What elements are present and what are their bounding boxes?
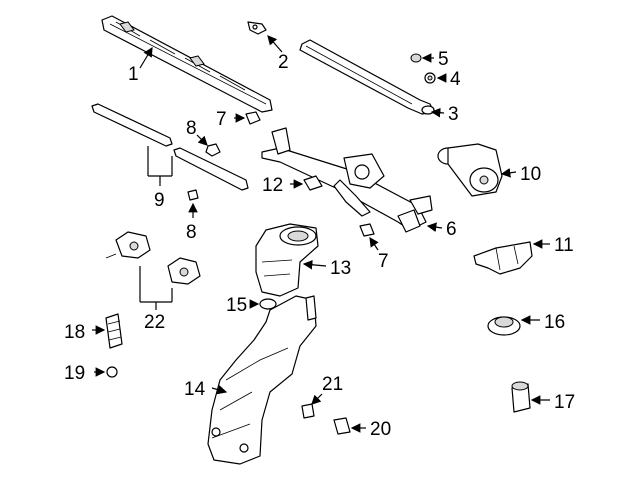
callout-19: 19 (64, 363, 85, 384)
callout-9: 9 (154, 190, 165, 211)
wiper-arm-right-part (299, 39, 435, 115)
motor-bracket-part (473, 241, 533, 275)
washer-reservoir-part (207, 295, 317, 465)
callout-7a: 7 (216, 109, 227, 130)
check-valve-part (333, 417, 351, 435)
bushing-part (303, 175, 323, 191)
callout-8a: 8 (186, 118, 197, 139)
seal-part (259, 298, 277, 310)
callout-7b: 7 (378, 251, 389, 272)
callout-22: 22 (144, 312, 165, 333)
callout-2: 2 (278, 52, 289, 73)
pump-grommet-part (487, 316, 521, 336)
callout-8b: 8 (186, 222, 197, 243)
callout-14: 14 (184, 379, 206, 400)
callout-21: 21 (322, 374, 343, 395)
wiper-motor-part (437, 143, 503, 197)
cap-part (410, 53, 422, 63)
plug-part (106, 366, 118, 378)
callout-11: 11 (554, 235, 574, 256)
small-nut-lower-part (187, 189, 199, 201)
callout-5: 5 (438, 49, 449, 70)
callout-10: 10 (520, 164, 541, 185)
callout-18: 18 (64, 322, 85, 343)
grommet-upper-part (245, 111, 261, 125)
reservoir-grommet-part (301, 403, 315, 419)
callout-1: 1 (128, 64, 139, 85)
callout-12: 12 (262, 175, 283, 196)
clip-part (247, 21, 267, 35)
reservoir-neck-part (255, 223, 319, 297)
callout-16: 16 (544, 312, 565, 333)
callout-15: 15 (226, 295, 247, 316)
small-nut-upper-part (205, 143, 221, 157)
callout-20: 20 (370, 419, 391, 440)
callout-17: 17 (554, 392, 575, 413)
nut-part (424, 72, 436, 84)
washer-pump-part (511, 381, 531, 413)
callout-4: 4 (450, 69, 461, 90)
washer-nozzle-lower-part (167, 257, 201, 285)
wiper-linkage-part (261, 127, 433, 233)
callout-6: 6 (446, 219, 457, 240)
grommet-lower-part (359, 223, 375, 237)
washer-nozzle-upper-part (105, 231, 151, 259)
wiper-arm-left-part (91, 103, 249, 191)
level-sensor-part (105, 313, 123, 349)
callout-13: 13 (330, 258, 351, 279)
callout-3: 3 (448, 104, 459, 125)
wiper-blade-part (101, 15, 273, 113)
